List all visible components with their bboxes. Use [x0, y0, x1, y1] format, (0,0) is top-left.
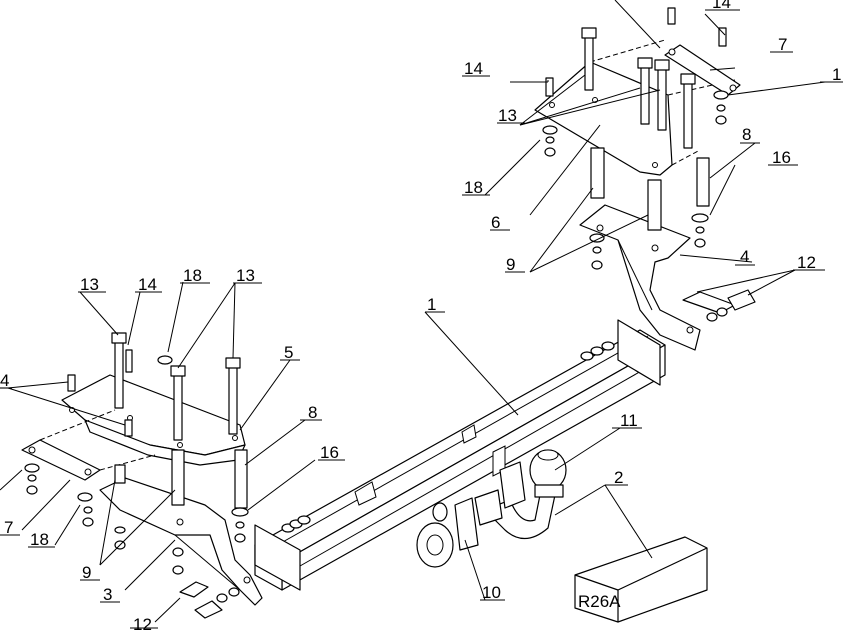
callout-18-left: 18 — [30, 530, 49, 549]
electric-socket — [416, 489, 503, 568]
callout-8-right: 8 — [742, 125, 751, 144]
callout-2: 2 — [614, 468, 623, 487]
left-side-bracket — [99, 477, 263, 606]
callout-8-left: 8 — [308, 403, 317, 422]
callout-18-top: 18 — [183, 266, 202, 285]
upper-right-plate — [534, 39, 736, 176]
upper-left-plate — [61, 374, 246, 466]
callout-1-center: 1 — [427, 295, 436, 314]
callout-9-right: 9 — [506, 255, 515, 274]
right-side-bracket — [579, 204, 701, 351]
label-box — [574, 536, 708, 623]
callout-10: 10 — [482, 583, 501, 602]
tow-ball — [484, 449, 567, 540]
callout-11: 11 — [620, 411, 638, 430]
callout-4-right: 4 — [740, 247, 749, 266]
left-strap — [21, 409, 156, 481]
callout-9-left: 9 — [82, 563, 91, 582]
box-label-text: R26A — [578, 592, 621, 611]
leader-lines — [0, 0, 826, 623]
callout-4-left: 4 — [0, 371, 9, 390]
callout-3: 3 — [103, 585, 112, 604]
spacer-tubes — [114, 147, 710, 509]
bolts-upper-left — [111, 332, 241, 441]
callout-14-top: 14 — [712, 0, 731, 12]
crossbar — [254, 319, 666, 591]
callout-14-left: 14 — [138, 275, 157, 294]
washers-nuts — [24, 90, 729, 575]
callout-1-right: 1 — [832, 65, 841, 84]
upper-strap — [664, 44, 741, 96]
callout-16-left: 16 — [320, 443, 339, 462]
callout-7-left: 7 — [4, 518, 13, 537]
callout-13-right: 13 — [498, 106, 517, 125]
callout-18-right: 18 — [464, 178, 483, 197]
callout-12-right: 12 — [797, 253, 816, 272]
callout-14-right: 14 — [464, 59, 483, 78]
short-bolts — [67, 7, 727, 437]
callout-7-right: 7 — [778, 35, 787, 54]
callout-5: 5 — [284, 343, 293, 362]
callout-13-left: 13 — [80, 275, 99, 294]
callout-13-center: 13 — [236, 266, 255, 285]
callout-6: 6 — [491, 213, 500, 232]
callout-16-right: 16 — [772, 148, 791, 167]
callout-12-left: 12 — [133, 615, 152, 630]
callout-underlines — [0, 9, 843, 629]
bolts-upper-right — [581, 27, 696, 149]
